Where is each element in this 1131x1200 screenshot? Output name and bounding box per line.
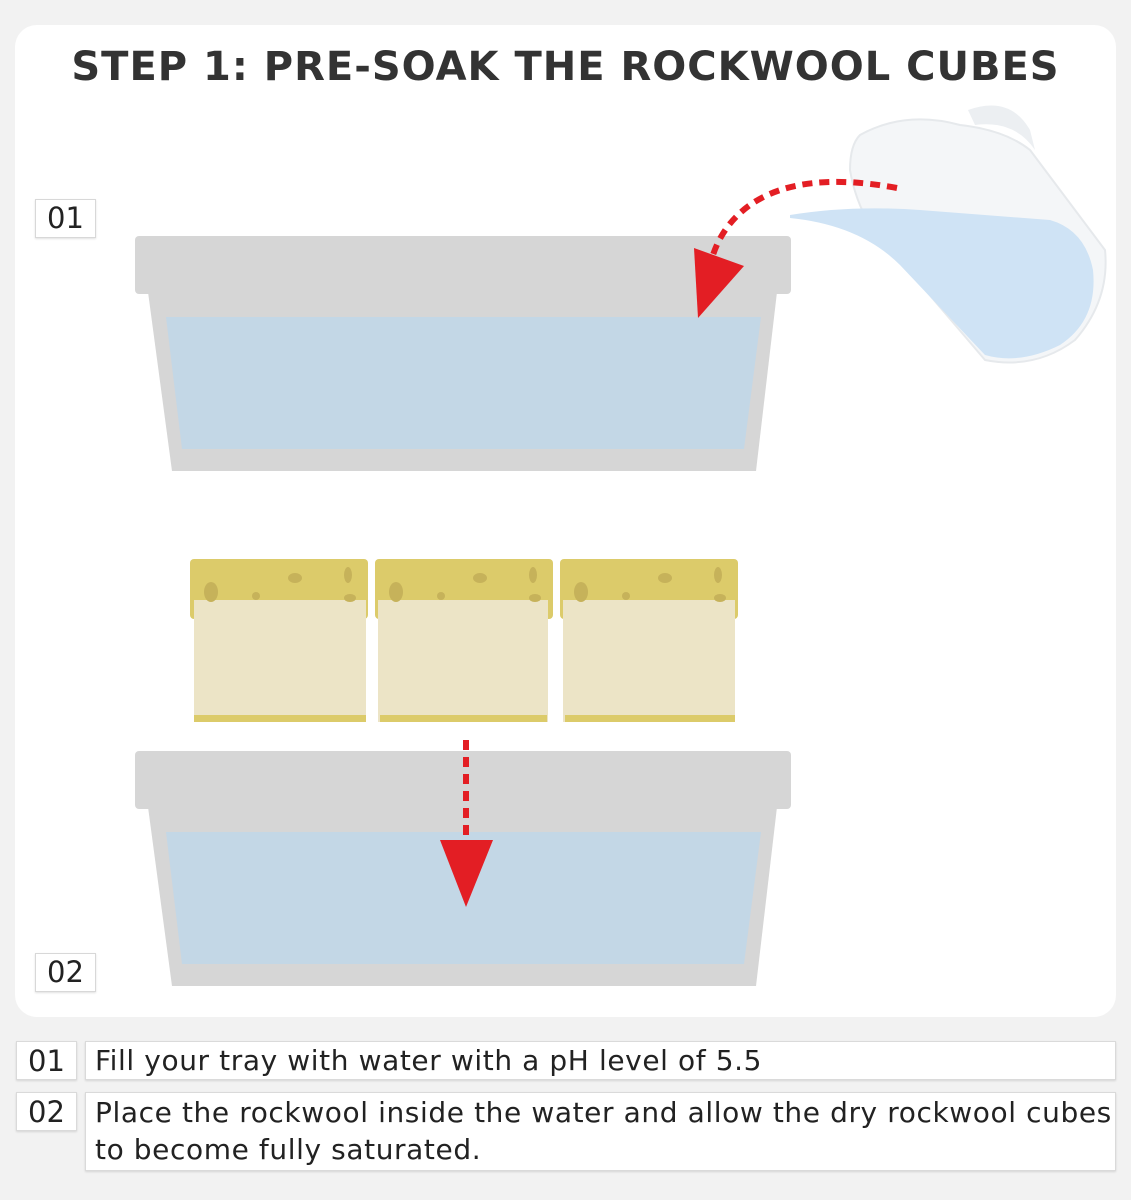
caption-number-02: 02 (16, 1092, 77, 1131)
step-badge-01: 01 (35, 199, 96, 238)
rockwool-cube-3 (560, 559, 738, 722)
caption-text-01: Fill your tray with water with a pH leve… (85, 1041, 1116, 1080)
drop-arrow (440, 740, 493, 907)
jug-water (790, 208, 1094, 359)
caption-number-01: 01 (16, 1041, 77, 1080)
step-badge-02: 02 (35, 953, 96, 992)
rockwool-cube-1 (190, 559, 368, 722)
tray-filled (135, 236, 791, 471)
page-title: STEP 1: PRE-SOAK THE ROCKWOOL CUBES (71, 44, 1060, 90)
tray-water (166, 317, 761, 449)
caption-text-02: Place the rockwool inside the water and … (85, 1092, 1116, 1171)
pour-arrow (694, 178, 898, 318)
rockwool-cube-2 (375, 559, 553, 722)
